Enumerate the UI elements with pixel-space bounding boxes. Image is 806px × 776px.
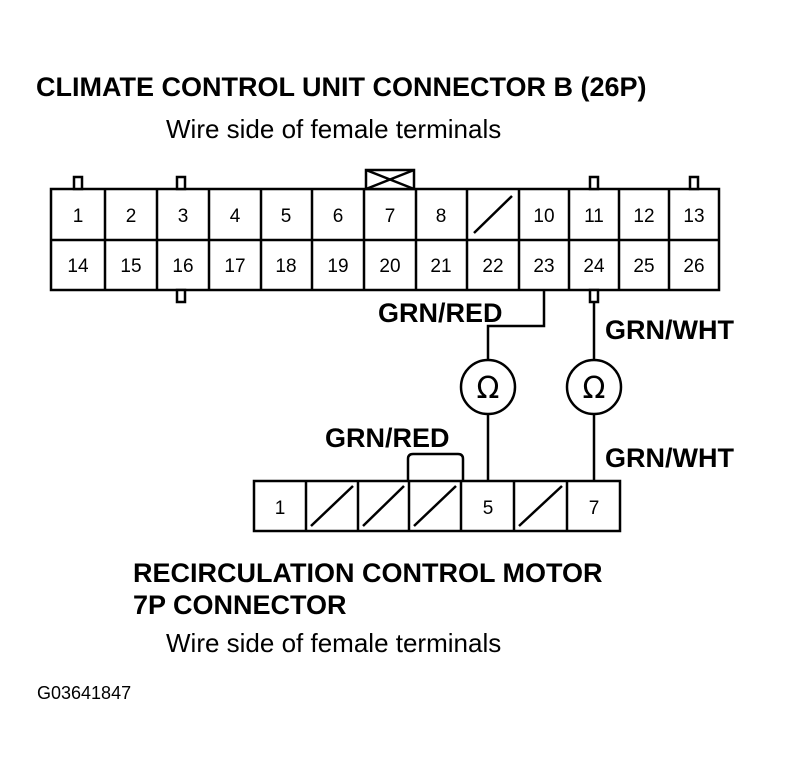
ohmmeter-2: Ω (565, 358, 623, 416)
empty-cavity-2-slash (310, 485, 354, 527)
pin-24: 24 (583, 256, 605, 277)
motor-connector-title-line1: RECIRCULATION CONTROL MOTOR (133, 558, 603, 588)
pin-5: 5 (281, 206, 292, 227)
motor-connector-subtitle: Wire side of female terminals (166, 628, 502, 658)
pin-22: 22 (482, 256, 503, 277)
pin-23: 23 (533, 256, 554, 277)
motor-connector-housing (252, 452, 622, 533)
wire-label-grn-wht-upper: GRN/WHT (605, 315, 734, 345)
wire-pin23-to-meter1 (486, 290, 546, 360)
connector-b-housing (49, 168, 721, 304)
wire-label-grn-red-lower: GRN/RED (325, 423, 450, 453)
wiring (486, 290, 596, 481)
ohm-symbol-icon: Ω (583, 371, 606, 406)
pin-11: 11 (584, 206, 604, 227)
pin-16: 16 (172, 256, 193, 277)
connector-b-bottom-row: 14 15 16 17 18 19 20 21 22 23 24 25 26 (67, 256, 704, 277)
pin-14: 14 (67, 256, 89, 277)
pin-10: 10 (533, 206, 554, 227)
pin-3: 3 (178, 206, 189, 227)
pin-25: 25 (633, 256, 654, 277)
pin-8: 8 (436, 206, 447, 227)
empty-cavity-6-slash (518, 485, 563, 527)
pin-18: 18 (275, 256, 296, 277)
pin-7: 7 (385, 206, 396, 227)
motor-pin-5: 5 (483, 498, 494, 519)
pin-1: 1 (73, 206, 84, 227)
connector-b-top-row: 1 2 3 4 5 6 7 8 10 11 12 13 (73, 206, 705, 227)
connector-b-title: CLIMATE CONTROL UNIT CONNECTOR B (26P) (36, 72, 647, 102)
pin-2: 2 (126, 206, 137, 227)
pin-19: 19 (327, 256, 348, 277)
pin-4: 4 (230, 206, 241, 227)
ohm-symbol-icon: Ω (477, 371, 500, 406)
ohmmeter-1: Ω (459, 358, 517, 416)
wire-label-grn-red-upper: GRN/RED (378, 298, 503, 328)
pin-20: 20 (379, 256, 400, 277)
pin-17: 17 (224, 256, 245, 277)
empty-cavity-4-slash (413, 485, 457, 527)
pin-15: 15 (120, 256, 141, 277)
pin-6: 6 (333, 206, 344, 227)
pin-26: 26 (683, 256, 704, 277)
connector-b-subtitle: Wire side of female terminals (166, 114, 502, 144)
wire-label-grn-wht-lower: GRN/WHT (605, 443, 734, 473)
empty-cavity-3-slash (362, 485, 405, 527)
motor-pin-1: 1 (275, 498, 286, 519)
pin-21: 21 (430, 256, 451, 277)
motor-pin-7: 7 (589, 498, 600, 519)
motor-connector-pins: 1 5 7 (275, 498, 600, 519)
motor-connector-title-line2: 7P CONNECTOR (133, 590, 347, 620)
figure-code: G03641847 (37, 683, 132, 703)
empty-cavity-9-slash (473, 195, 513, 234)
pin-12: 12 (633, 206, 654, 227)
pin-13: 13 (683, 206, 704, 227)
